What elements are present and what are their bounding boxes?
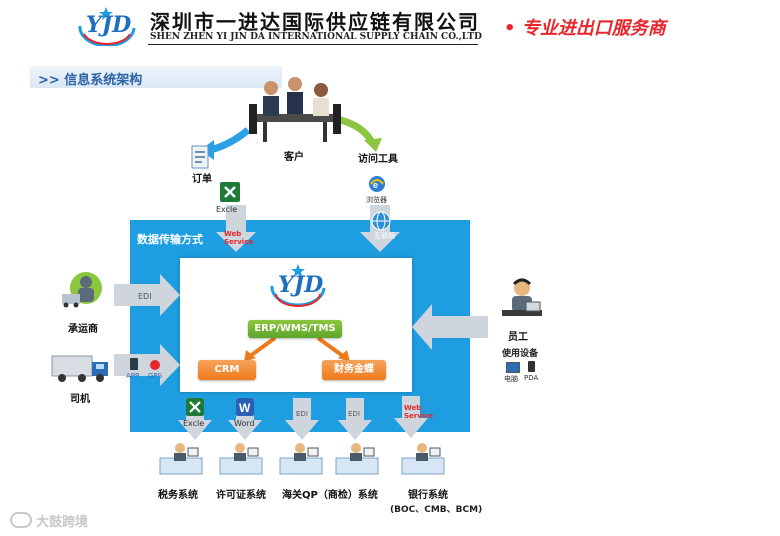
excle-label-bottom: Excle <box>183 419 205 428</box>
watermark-text: 大鼓跨境 <box>36 515 89 530</box>
slogan: • 专业进出口服务商 <box>504 18 666 39</box>
pda-label: PDA <box>524 374 539 382</box>
app-label: APP <box>126 372 140 380</box>
customs-system-label: 海关QP（商检）系统 <box>282 490 378 501</box>
customer-label: 客户 <box>284 152 304 163</box>
gps-label: GPS <box>148 372 163 380</box>
word-label: Word <box>234 419 255 428</box>
core-logo: YJD <box>266 262 330 308</box>
bank-system-sublabel: (BOC、CMB、BCM) <box>390 505 483 515</box>
customer-person-2 <box>288 77 302 91</box>
excel-icon-bottom <box>186 398 204 416</box>
edi-label-bottom-2: EDI <box>348 410 360 418</box>
pda-icon <box>528 361 535 372</box>
truck-icon <box>50 352 112 384</box>
finance-badge: 财务金蝶 <box>322 360 386 380</box>
browser-icon: e <box>366 174 388 194</box>
erp-wms-tms-badge: ERP/WMS/TMS <box>248 320 342 338</box>
web-service-label-bottom: Web Service <box>404 404 434 420</box>
svg-text:W: W <box>239 401 251 415</box>
license-system-label: 许可证系统 <box>216 490 266 501</box>
bank-system-computer <box>400 440 446 476</box>
company-name-en: SHEN ZHEN YI JIN DA INTERNATIONAL SUPPLY… <box>150 32 482 42</box>
pc-icon <box>506 362 520 373</box>
section-title: >> 信息系统架构 <box>30 66 282 88</box>
data-transfer-title: 数据传输方式 <box>137 233 203 246</box>
devices-label: 使用设备 <box>502 349 539 359</box>
tax-system-label: 税务系统 <box>158 490 198 501</box>
internet-label: 互联网 <box>374 232 395 240</box>
excel-icon <box>220 182 240 202</box>
tax-system-computer <box>158 440 204 476</box>
edi-label-bottom-1: EDI <box>296 410 308 418</box>
crm-badge: CRM <box>198 360 256 380</box>
customs-system-computer-1 <box>278 440 324 476</box>
web-service-label-top: Web Service <box>224 230 254 246</box>
staff-icon <box>496 276 548 326</box>
carrier-icon <box>60 270 106 310</box>
internet-globe-icon <box>368 210 394 232</box>
word-icon: W <box>236 398 254 416</box>
excle-label-top: Excle <box>216 205 238 214</box>
arrow-customer-to-order <box>209 127 251 154</box>
driver-label: 司机 <box>70 394 90 405</box>
staff-label: 员工 <box>508 332 528 343</box>
visit-tools-label: 访问工具 <box>358 154 398 165</box>
edi-label-carrier: EDI <box>138 292 152 301</box>
customer-person-1 <box>264 81 278 95</box>
pc-label: 电脑 <box>504 375 518 383</box>
svg-text:e: e <box>373 180 378 190</box>
customs-system-computer-2 <box>334 440 380 476</box>
logo-text: YJD <box>86 12 132 38</box>
gps-icon <box>150 360 160 370</box>
customer-person-3 <box>314 83 328 97</box>
carrier-label: 承运商 <box>68 324 98 335</box>
watermark-logo-icon <box>10 512 32 528</box>
order-icon <box>190 144 212 170</box>
license-system-computer <box>218 440 264 476</box>
core-logo-text: YJD <box>278 272 324 298</box>
browser-label: 浏览器 <box>366 196 387 204</box>
company-name-cn: 深圳市一进达国际供应链有限公司 <box>150 10 480 34</box>
order-label: 订单 <box>192 174 212 185</box>
customer-meeting-illustration <box>245 74 345 146</box>
header-divider <box>148 44 478 45</box>
phone-icon <box>130 358 138 370</box>
company-logo: YJD <box>72 4 142 48</box>
bank-system-label: 银行系统 <box>408 490 448 501</box>
